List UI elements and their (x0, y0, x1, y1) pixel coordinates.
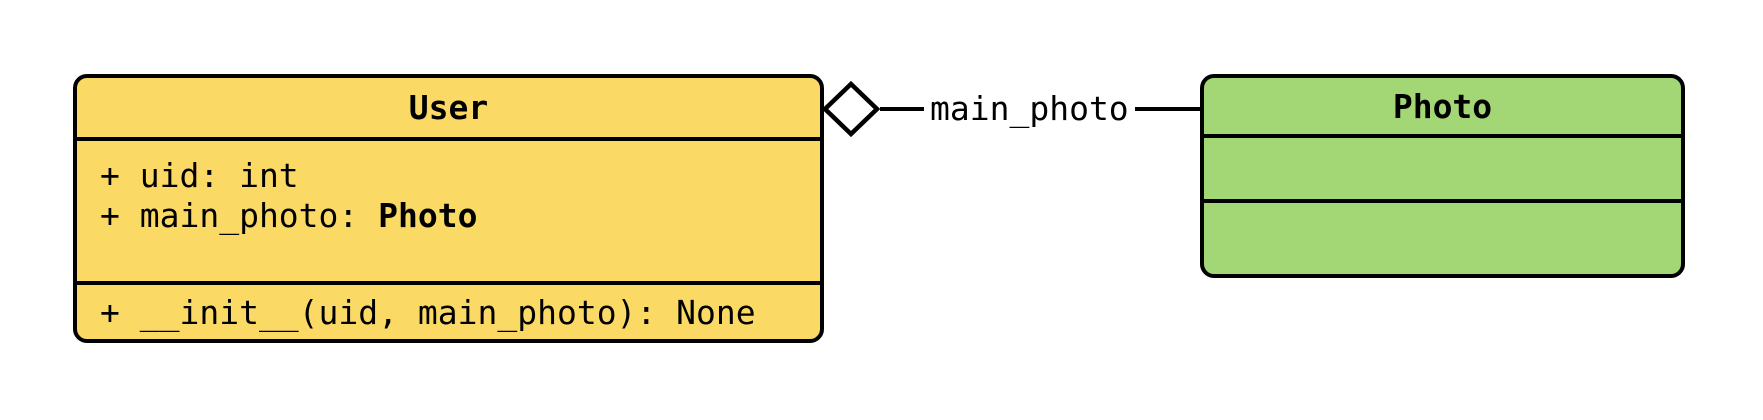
class-title-user: User (77, 78, 820, 141)
aggregation-edge: main_photo (822, 81, 1204, 137)
diamond-shape (822, 81, 880, 137)
class-node-photo: Photo (1200, 74, 1685, 278)
edge-line-left (880, 107, 924, 111)
class-methods-user: + __init__(uid, main_photo): None (77, 285, 820, 339)
edge-line-right (1134, 107, 1204, 111)
aggregation-diamond-icon (822, 81, 880, 137)
edge-label: main_photo (930, 88, 1129, 128)
class-title-photo: Photo (1204, 78, 1681, 138)
attribute-main-photo: + main_photo: Photo (100, 196, 820, 236)
class-attributes-photo (1204, 138, 1681, 203)
attribute-uid: + uid: int (100, 156, 299, 195)
class-methods-photo (1204, 203, 1681, 274)
attribute-main-photo-type: Photo (378, 196, 478, 235)
attribute-main-photo-prefix: + main_photo: (100, 196, 379, 235)
class-node-user: User + uid: int + main_photo: Photo + __… (73, 74, 824, 343)
method-init: + __init__(uid, main_photo): None (100, 292, 756, 332)
class-attributes-user: + uid: int + main_photo: Photo (77, 141, 820, 285)
